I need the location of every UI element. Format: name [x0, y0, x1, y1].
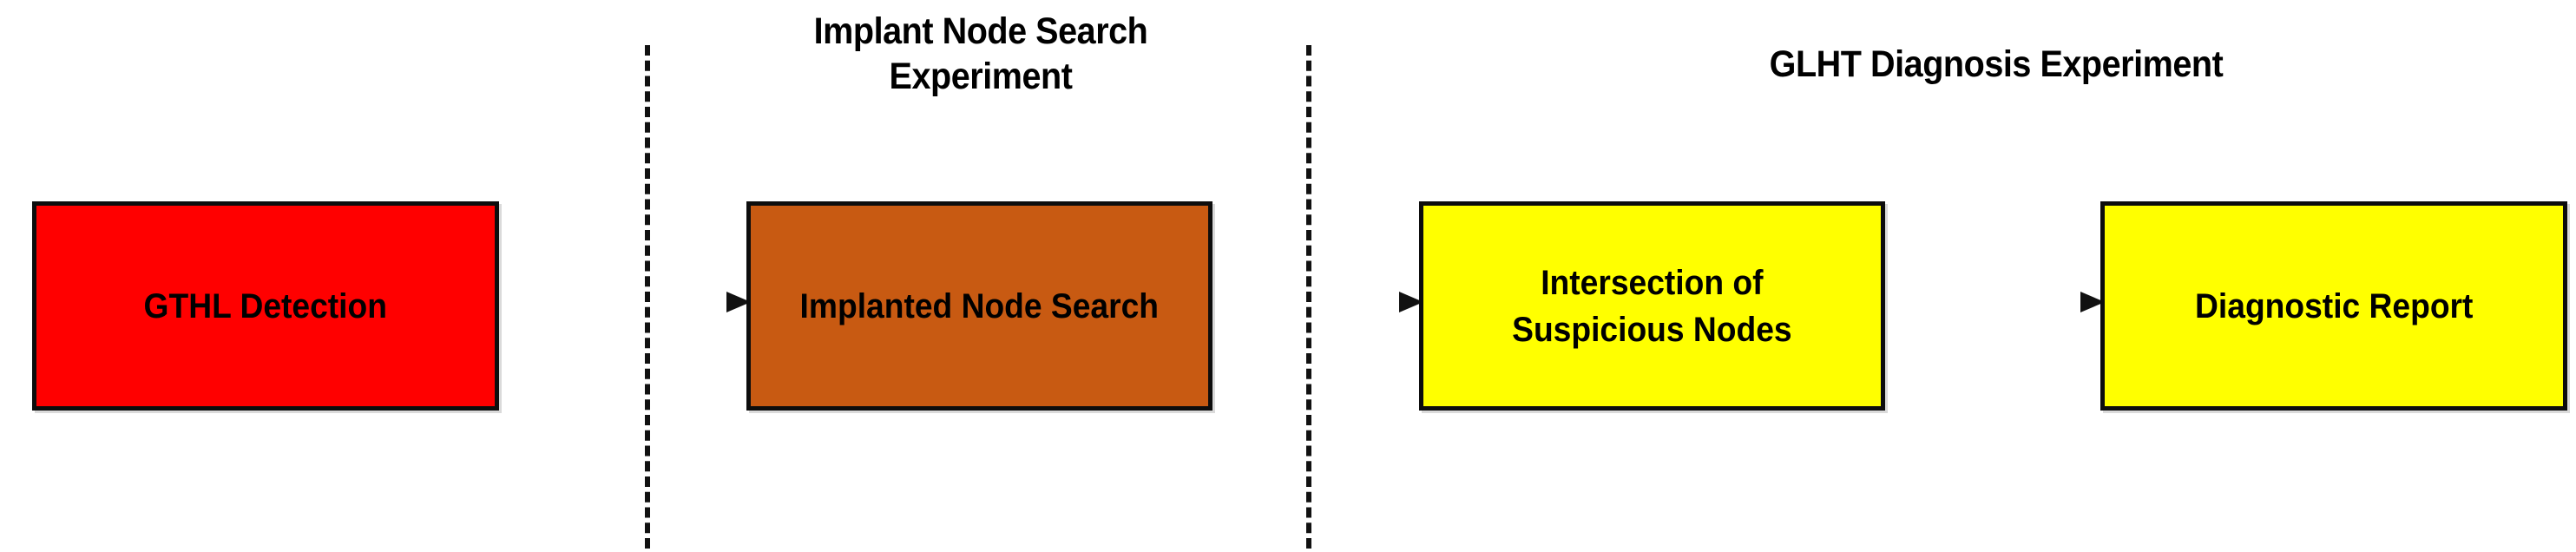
section-divider-1 [645, 45, 650, 549]
node-diagnostic-report[interactable]: Diagnostic Report [2100, 201, 2567, 411]
node-intersection-of-suspicious-nodes[interactable]: Intersection of Suspicious Nodes [1419, 201, 1885, 411]
node-diagnostic-report-label: Diagnostic Report [2194, 286, 2474, 325]
node-gthl-detection-label: GTHL Detection [143, 286, 388, 325]
node-implanted-node-search[interactable]: Implanted Node Search [746, 201, 1212, 411]
node-intersection-of-suspicious-nodes-label: Intersection of Suspicious Nodes [1512, 263, 1792, 349]
section-divider-2 [1306, 45, 1311, 549]
section-title-glht-diagnosis-experiment: GLHT Diagnosis Experiment [1769, 43, 2224, 85]
arrow-implanted-node-search-to-intersection [1212, 289, 1423, 315]
arrow-intersection-to-diagnostic-report [1885, 289, 2105, 315]
arrow-gthl-detection-to-implanted-node-search [499, 289, 751, 315]
node-implanted-node-search-label: Implanted Node Search [799, 286, 1160, 325]
section-title-implant-node-search-experiment: Implant Node Search Experiment [813, 10, 1148, 98]
node-gthl-detection[interactable]: GTHL Detection [32, 201, 499, 411]
